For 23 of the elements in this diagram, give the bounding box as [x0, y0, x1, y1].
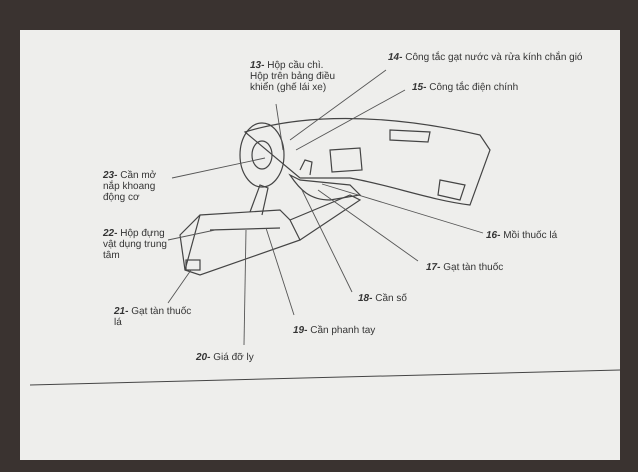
- callout-label: 22- Hộp đựng vật dụng trung tâm: [103, 228, 173, 261]
- leader-line: [322, 184, 484, 234]
- callout-label: 17- Gạt tàn thuốc: [426, 262, 504, 273]
- leader-line: [168, 270, 192, 304]
- leader-line: [244, 230, 246, 346]
- leader-line: [168, 230, 216, 240]
- callout-label: 16- Mồi thuốc lá: [486, 230, 558, 241]
- callout-label: 21- Gạt tàn thuốc lá: [114, 306, 194, 328]
- leader-line: [290, 70, 386, 140]
- callout-label: 19- Cần phanh tay: [293, 325, 376, 336]
- leader-line: [296, 90, 406, 150]
- callout-label: 15- Công tắc điện chính: [412, 82, 518, 93]
- callout-label: 18- Cần số: [358, 293, 407, 304]
- leader-line: [318, 190, 418, 262]
- ashtray-lid: [185, 259, 201, 271]
- callout-label: 20- Giá đỡ ly: [196, 352, 254, 363]
- callout-label: 13- Hộp cầu chì. Hộp trên bảng điều khiển (ghế lái xe): [250, 60, 340, 93]
- leader-line: [276, 104, 284, 150]
- callout-label: 23- Cần mở nắp khoang động cơ: [103, 170, 173, 203]
- leader-line: [302, 190, 352, 292]
- callout-label: 14- Công tắc gạt nước và rửa kính chắn gió: [388, 52, 582, 63]
- leader-line: [266, 228, 294, 316]
- leader-line: [172, 158, 266, 178]
